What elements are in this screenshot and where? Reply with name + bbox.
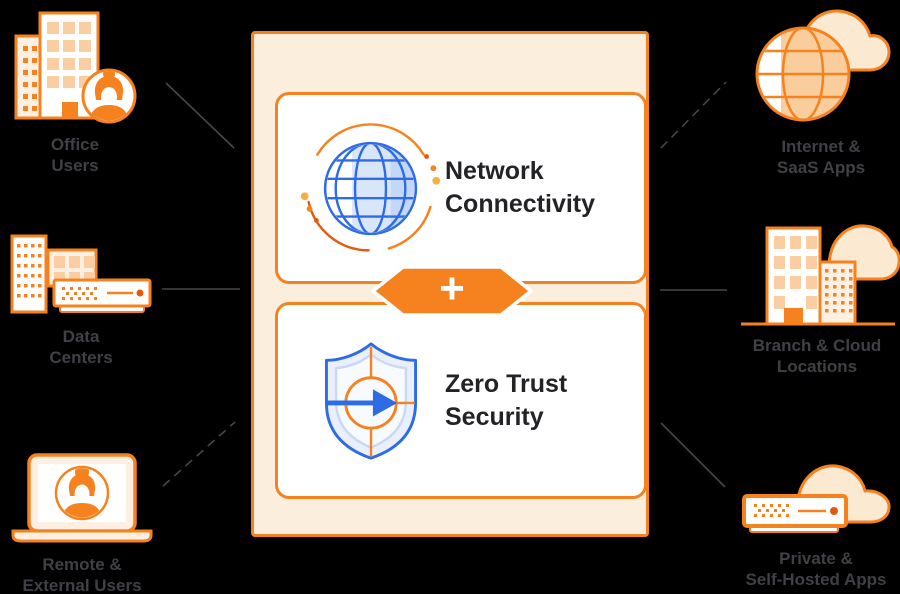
entity-label-branch-cloud-locations: Branch & Cloud Locations [752,336,882,376]
hexagon-shape [371,265,533,317]
connector-remote-external-users [162,421,236,487]
card-network-connectivity: Network Connectivity [275,92,647,284]
zero-trust-shield-icon-slot [298,339,443,463]
building-cloud-icon [741,224,900,326]
entity-internet-saas-apps: Internet & SaaS Apps [748,2,894,178]
globe-cloud-icon [755,9,891,122]
entity-label-office-users: Office Users [50,135,100,175]
entity-branch-cloud-locations: Branch & Cloud Locations [733,212,900,377]
network-globe-icon-slot [298,116,443,261]
entity-remote-external-users: Remote & External Users [4,452,160,594]
card-title-network-connectivity: Network Connectivity [445,157,596,218]
entity-label-private-self-hosted-apps: Private & Self-Hosted Apps [745,549,887,589]
entity-office-users: Office Users [9,10,141,176]
data-center-servers-icon [10,234,152,314]
zero-trust-shield-icon [324,341,417,460]
office-building-avatar-icon [14,11,137,124]
server-cloud-icon [742,464,891,533]
laptop-avatar-icon [11,453,153,543]
card-zero-trust-security: Zero Trust Security [275,302,647,499]
network-globe-icon [300,122,441,252]
plus-connector-badge: + [370,263,534,319]
card-title-zero-trust-security: Zero Trust Security [445,369,568,431]
center-platform-box: Network Connectivity + [251,31,649,537]
connector-office-users [165,82,235,149]
entity-label-internet-saas-apps: Internet & SaaS Apps [776,137,866,177]
plus-icon: + [439,264,465,313]
connector-private-apps [660,422,726,488]
entity-label-remote-external-users: Remote & External Users [22,555,142,594]
entity-private-self-hosted-apps: Private & Self-Hosted Apps [738,450,894,590]
entity-data-centers: Data Centers [6,232,156,368]
entity-label-data-centers: Data Centers [49,327,113,367]
connector-internet-saas [660,81,727,149]
